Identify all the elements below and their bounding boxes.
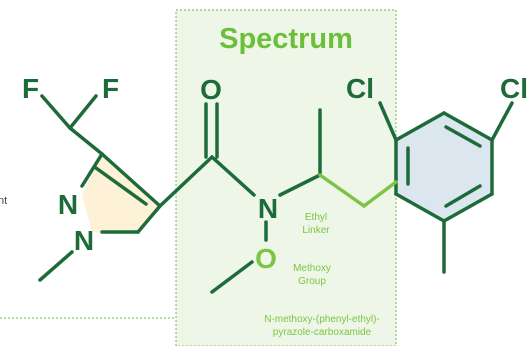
side-text-fragment: nt	[0, 195, 7, 207]
bond-phenyl-4	[394, 192, 446, 223]
atom-o-methoxy: O	[255, 243, 277, 274]
bond-ch-ch2	[318, 173, 366, 208]
bond-f-left	[40, 94, 72, 130]
label-methoxy-2: Group	[298, 276, 326, 287]
bond-o-methyl	[210, 260, 254, 294]
bond-phenyl-6	[394, 111, 446, 142]
atom-f-right: F	[102, 73, 119, 104]
bond-f-right	[68, 94, 98, 130]
bond-ch2-phenyl	[362, 180, 398, 208]
atom-n-ring-top: N	[58, 189, 78, 220]
label-ethyl-1: Ethyl	[305, 212, 327, 223]
bond-n-ch	[278, 173, 322, 197]
atom-n-ring-bottom: N	[74, 225, 94, 256]
atom-cl-left: Cl	[346, 73, 374, 104]
bond-n1-methyl	[38, 250, 74, 282]
bond-phenyl-3	[442, 192, 494, 223]
bond-phenyl-1	[442, 111, 494, 142]
bond-cl-left	[378, 101, 398, 142]
bond-cf2-ring	[68, 126, 104, 156]
bond-phenyl-inner-1	[444, 125, 482, 148]
bond-ring-double-a	[100, 152, 162, 208]
atom-cl-right: Cl	[500, 73, 528, 104]
label-ethyl-2: Linker	[302, 225, 330, 236]
bond-cl-right	[490, 101, 514, 142]
label-name-2: pyrazole-carboxamide	[273, 327, 372, 338]
atom-o-carbonyl: O	[200, 74, 222, 105]
atom-f-left: F	[22, 73, 39, 104]
bond-ring-double-b	[94, 166, 148, 206]
bond-phenyl-inner-2	[444, 184, 482, 208]
bond-carbonyl-n	[210, 155, 256, 197]
atom-n-amide: N	[258, 193, 278, 224]
label-name-1: N-methoxy-(phenyl-ethyl)-	[264, 314, 380, 325]
phenyl-ring-fill	[396, 113, 492, 221]
bond-ring-c4-c5	[136, 204, 162, 234]
spectrum-panel	[175, 9, 397, 346]
bond-ring-c3-n2	[80, 152, 104, 188]
panel-title: Spectrum	[219, 23, 353, 55]
bond-ring-to-carbonyl	[158, 155, 214, 208]
label-methoxy-1: Methoxy	[293, 263, 331, 274]
